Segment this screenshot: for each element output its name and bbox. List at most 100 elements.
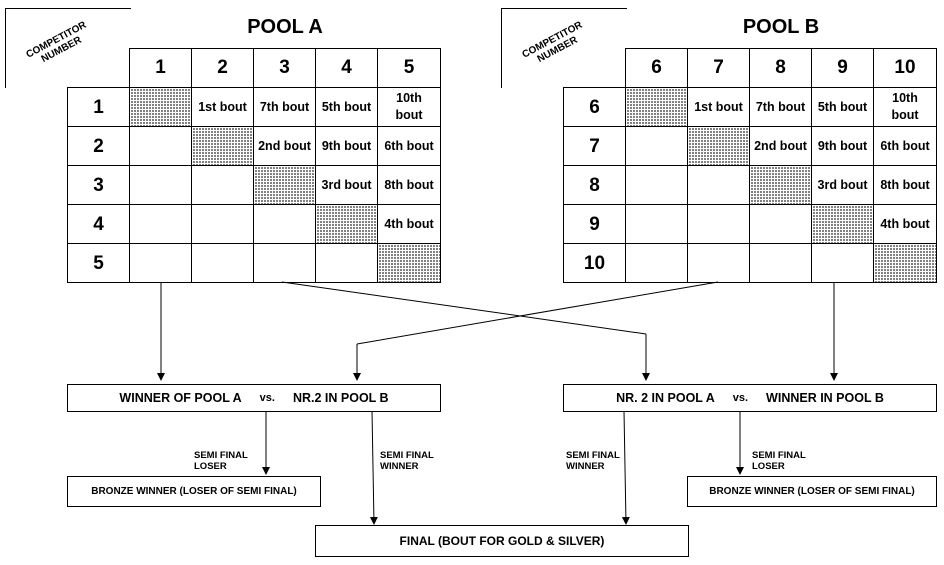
pool-b-col-header: 7 (687, 48, 750, 88)
semi-a-left: WINNER OF POOL A (119, 391, 242, 405)
pool-b-cell (625, 204, 688, 244)
pool-a-cell (129, 165, 192, 205)
pool-a-row-header: 3 (67, 165, 130, 205)
pool-b-cell: 1st bout (687, 87, 750, 127)
line-pool-a-second (281, 281, 647, 335)
semi-b-left: NR. 2 IN POOL A (616, 391, 715, 405)
pool-b-col-header: 9 (811, 48, 874, 88)
pool-a-row-header: 1 (67, 87, 130, 127)
pool-b-cell: 4th bout (873, 204, 937, 244)
pool-a-col-header: 3 (253, 48, 316, 88)
pool-a-cell (253, 204, 316, 244)
pool-b-cell (625, 243, 688, 283)
pool-a-cell: 6th bout (377, 126, 441, 166)
pool-a-cell: 9th bout (315, 126, 378, 166)
pool-a-cell (191, 165, 254, 205)
pool-b-row-header: 6 (563, 87, 626, 127)
pool-b-grid: 6 7 8 9 10 6 1st bout 7th bout 5th bout … (563, 48, 937, 283)
pool-b-cell (687, 243, 750, 283)
pool-b-title: POOL B (742, 16, 820, 38)
pool-a-col-header: 2 (191, 48, 254, 88)
pool-a-cell-self (253, 165, 316, 205)
pool-b-col-header: 8 (749, 48, 812, 88)
pool-b-corner-box (501, 8, 627, 88)
pool-a-col-header: 5 (377, 48, 441, 88)
pool-b-row: 10 (563, 243, 937, 283)
pool-a-cell: 5th bout (315, 87, 378, 127)
pool-b-cell: 10th bout (873, 87, 937, 127)
pool-a-grid: 1 2 3 4 5 1 1st bout 7th bout 5th bout 1… (67, 48, 441, 283)
pool-a-row-header: 5 (67, 243, 130, 283)
pool-a-row-header: 4 (67, 204, 130, 244)
pool-a-cell-self (129, 87, 192, 127)
pool-a-row-header: 2 (67, 126, 130, 166)
bronze-a-box: BRONZE WINNER (LOSER OF SEMI FINAL) (67, 476, 321, 507)
bronze-b-box: BRONZE WINNER (LOSER OF SEMI FINAL) (687, 476, 937, 507)
pool-a-row: 4 4th bout (67, 204, 441, 244)
pool-b-cell-self (811, 204, 874, 244)
pool-b-cell: 9th bout (811, 126, 874, 166)
pool-a-cell (129, 243, 192, 283)
pool-b-cell (749, 204, 812, 244)
semi-a-right: NR.2 IN POOL B (292, 391, 389, 405)
pool-b-cell: 5th bout (811, 87, 874, 127)
pool-b-cell: 7th bout (749, 87, 812, 127)
pool-a-cell (129, 204, 192, 244)
pool-b-row: 8 3rd bout 8th bout (563, 165, 937, 205)
pool-b-cell: 3rd bout (811, 165, 874, 205)
pool-a-col-header: 1 (129, 48, 192, 88)
pool-a-row: 3 3rd bout 8th bout (67, 165, 441, 205)
pool-a-cell-self (377, 243, 441, 283)
pool-b-cell: 6th bout (873, 126, 937, 166)
pool-b-col-header: 10 (873, 48, 937, 88)
pool-a-cell-self (191, 126, 254, 166)
pool-b-cell (687, 204, 750, 244)
semi-b-vs: vs. (732, 392, 749, 404)
pool-b-row: 7 2nd bout 9th bout 6th bout (563, 126, 937, 166)
pool-a-cell: 2nd bout (253, 126, 316, 166)
pool-b-cell: 8th bout (873, 165, 937, 205)
pool-b-row-header: 8 (563, 165, 626, 205)
pool-b-row-header: 10 (563, 243, 626, 283)
pool-a-col-header: 4 (315, 48, 378, 88)
pool-a-cell (315, 243, 378, 283)
pool-a-cell (253, 243, 316, 283)
semi-b-right: WINNER IN POOL B (766, 391, 884, 405)
arrow-semi-a-winner (369, 410, 378, 525)
line-pool-b-second (356, 281, 719, 345)
pool-a-cell: 4th bout (377, 204, 441, 244)
semi-final-b-box: NR. 2 IN POOL A vs. WINNER IN POOL B (563, 384, 937, 412)
pool-a-cell (191, 243, 254, 283)
semi-a-vs: vs. (259, 392, 275, 404)
pool-b-cell-self (749, 165, 812, 205)
final-box: FINAL (BOUT FOR GOLD & SILVER) (315, 525, 689, 557)
pool-a-cell (129, 126, 192, 166)
pool-a-cell-self (315, 204, 378, 244)
pool-b-col-header: 6 (625, 48, 688, 88)
pool-b-cell (625, 165, 688, 205)
pool-b-cell-self (687, 126, 750, 166)
pool-a-row: 2 2nd bout 9th bout 6th bout (67, 126, 441, 166)
pool-b-cell: 2nd bout (749, 126, 812, 166)
pool-a-row: 1 1st bout 7th bout 5th bout 10th bout (67, 87, 441, 127)
pool-b-cell (749, 243, 812, 283)
pool-a-cell: 8th bout (377, 165, 441, 205)
pool-a-title: POOL A (247, 16, 323, 38)
pool-a-corner-box (5, 8, 131, 88)
pool-a-cell: 7th bout (253, 87, 316, 127)
semi-final-a-box: WINNER OF POOL A vs. NR.2 IN POOL B (67, 384, 441, 412)
arrow-semi-b-winner (621, 410, 630, 525)
pool-a-cell: 1st bout (191, 87, 254, 127)
pool-b-cell (811, 243, 874, 283)
pool-b-row: 9 4th bout (563, 204, 937, 244)
pool-a-cell: 10th bout (377, 87, 441, 127)
pool-b-cell (687, 165, 750, 205)
pool-b-row-header: 7 (563, 126, 626, 166)
pool-b-cell-self (873, 243, 937, 283)
pool-a-cell: 3rd bout (315, 165, 378, 205)
pool-a-cell (191, 204, 254, 244)
